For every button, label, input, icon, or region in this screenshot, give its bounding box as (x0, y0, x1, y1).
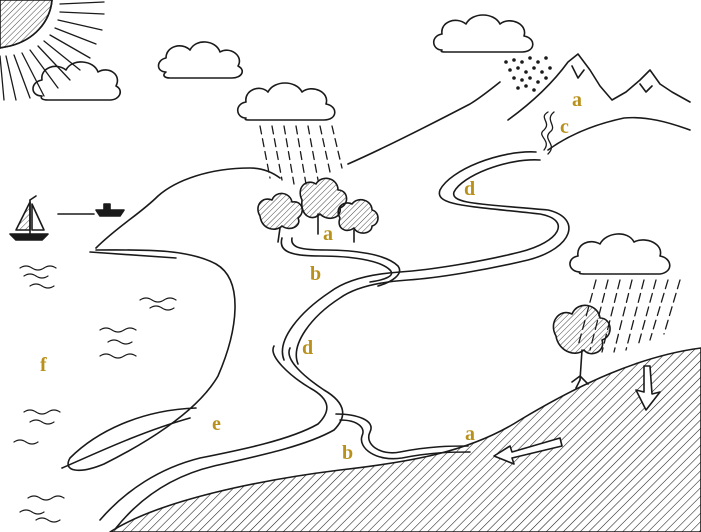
label-a-mountain: a (572, 90, 582, 110)
cloud-mountain (434, 15, 533, 52)
label-e-delta: e (212, 414, 221, 434)
cloud-upper-middle (159, 42, 243, 78)
cloud-right (570, 234, 670, 274)
stream-from-trees (281, 238, 399, 286)
label-c-mountain: c (560, 117, 569, 137)
label-b-upper: b (310, 264, 321, 284)
land-outline (62, 168, 280, 470)
rain-middle (260, 126, 342, 184)
label-d-upper: d (464, 179, 475, 199)
sailboat (10, 196, 48, 240)
cloud-rain-middle (238, 83, 335, 120)
label-a-trees: a (323, 224, 333, 244)
label-d-middle: d (302, 338, 313, 358)
distant-ship (58, 204, 124, 216)
sea-waves (14, 266, 176, 522)
tree-right (553, 305, 610, 388)
label-a-ground: a (465, 424, 475, 444)
label-f-sea: f (40, 355, 47, 375)
tree-group-hill (258, 178, 378, 242)
sun (0, 0, 104, 100)
hill-ridge (348, 82, 500, 164)
label-b-lower: b (342, 443, 353, 463)
ground (110, 348, 701, 532)
snow-precipitation (504, 56, 552, 92)
